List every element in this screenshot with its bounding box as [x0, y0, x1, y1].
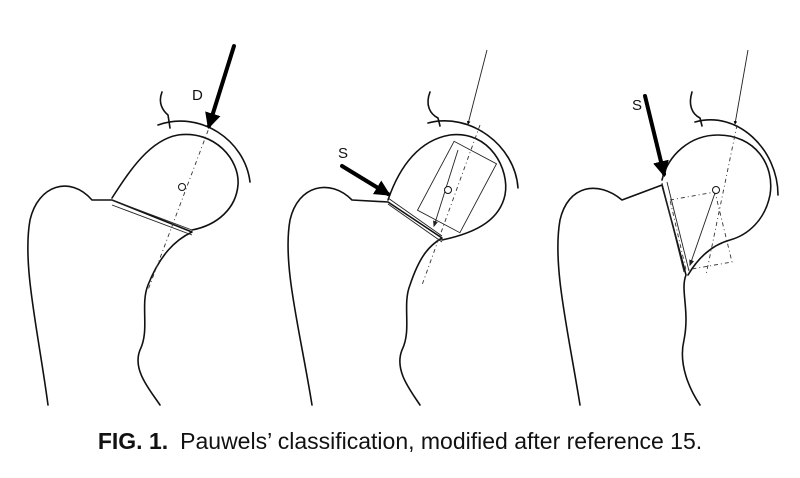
force-label: S — [632, 97, 642, 114]
panel-type-1: D — [27, 44, 251, 406]
load-axis — [421, 124, 481, 286]
head-center — [178, 183, 186, 191]
load-axis — [705, 124, 738, 276]
force-parallelogram — [416, 140, 498, 234]
acetabulum-arc — [694, 119, 779, 196]
pelvis-outline — [689, 91, 703, 127]
figure-label: FIG. 1. — [97, 428, 169, 454]
force-arrow — [340, 164, 391, 196]
panel-type-2: S — [287, 49, 519, 406]
caption-text: Pauwels’ classification, modified after … — [180, 428, 703, 454]
femoral-head — [387, 133, 507, 241]
force-label: D — [192, 87, 203, 104]
acetabulum-arc — [427, 120, 519, 189]
femur-outline — [27, 185, 193, 406]
force-label: S — [338, 145, 348, 162]
panel-type-3: S — [557, 49, 779, 406]
force-arrow — [205, 44, 236, 130]
fracture-line — [111, 199, 193, 236]
pelvis-outline — [159, 91, 171, 129]
femur-outline — [287, 186, 443, 406]
component-arrow — [689, 192, 716, 267]
acetabulum-arc — [157, 120, 251, 183]
femoral-head — [111, 133, 239, 231]
resultant-line — [466, 49, 488, 125]
resultant-line — [733, 49, 749, 125]
load-axis — [147, 119, 213, 291]
fracture-line — [661, 181, 690, 273]
force-parallelogram — [669, 191, 733, 271]
head-center — [444, 186, 452, 194]
fracture-line — [387, 197, 443, 243]
femur-outline — [557, 184, 701, 406]
force-arrow — [643, 94, 669, 178]
head-center — [712, 186, 720, 194]
pelvis-outline — [427, 91, 441, 127]
figure-caption: FIG. 1. Pauwels’ classification, modified… — [0, 428, 800, 455]
femoral-head — [661, 134, 772, 276]
